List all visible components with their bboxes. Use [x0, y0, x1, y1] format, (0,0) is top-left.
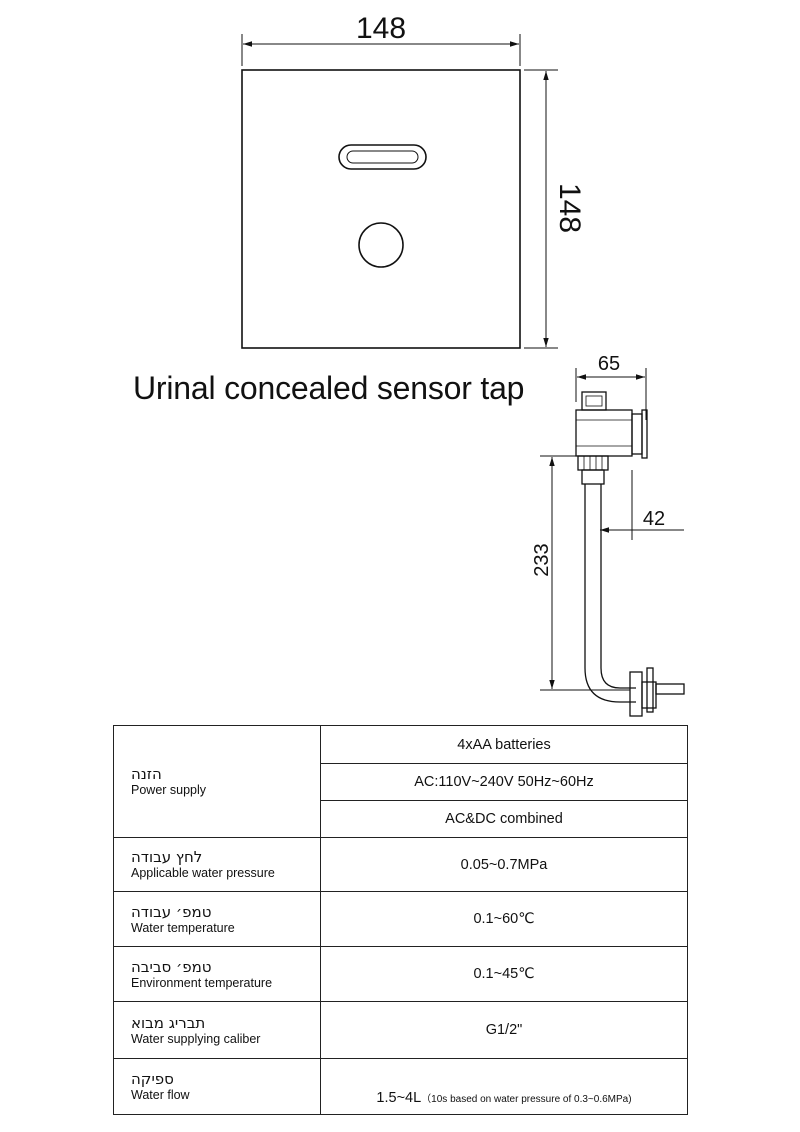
table-row: AC&DC combined: [114, 800, 688, 838]
manual-button: [358, 222, 404, 268]
table-row: הזנה Power supply 4xAA batteries: [113, 725, 688, 838]
power-supply-value-2: AC:110V~240V 50Hz~60Hz: [320, 763, 688, 801]
side-view: [540, 368, 685, 717]
water-pressure-label-en: Applicable water pressure: [131, 866, 275, 880]
cover-plate: [241, 69, 521, 349]
front-height-label: 148: [553, 183, 586, 233]
water-temperature-label-en: Water temperature: [131, 920, 235, 935]
water-flow-label-en: Water flow: [131, 1088, 190, 1102]
power-supply-label-he: הזנה: [131, 765, 162, 783]
water-flow-value: 1.5~4L: [376, 1090, 422, 1106]
front-width-label: 148: [356, 12, 406, 45]
side-length-label: 233: [531, 543, 553, 576]
water-flow-label-cell: ספיקה Water flow: [113, 1058, 321, 1115]
power-supply-label-cell: הזנה Power supply: [113, 725, 321, 838]
environment-temperature-label-en: Environment temperature: [131, 975, 273, 990]
table-row: טמפ׳ סביבה Environment temperature 0.1~4…: [113, 946, 688, 1002]
caliber-label-en: Water supplying caliber: [131, 1031, 261, 1046]
water-temperature-value: 0.1~60℃: [320, 891, 688, 947]
power-supply-value-1: 4xAA batteries: [320, 725, 688, 764]
table-row: ספיקה Water flow 1.5~4L（10s based on wat…: [113, 1058, 688, 1115]
table-row: טמפ׳ עבודה Water temperature 0.1~60℃: [113, 891, 688, 947]
caliber-value: G1/2": [320, 1001, 688, 1059]
page-title: Urinal concealed sensor tap: [133, 370, 525, 406]
environment-temperature-label-cell: טמפ׳ סביבה Environment temperature: [113, 946, 321, 1002]
front-height-dimension: 148: [524, 69, 586, 349]
front-width-dimension: 148: [241, 12, 521, 66]
caliber-label-cell: תבריג מבוא Water supplying caliber: [113, 1001, 321, 1059]
environment-temperature-label-he: טמפ׳ סביבה: [131, 957, 212, 976]
water-pressure-label-cell: לחץ עבודה Applicable water pressure: [113, 837, 321, 892]
caliber-label-he: תבריג מבוא: [131, 1013, 206, 1032]
front-view: 148 148: [241, 12, 586, 349]
table-row: לחץ עבודה Applicable water pressure 0.05…: [113, 837, 688, 892]
sensor-window: [338, 144, 427, 170]
side-depth-label: 65: [598, 353, 620, 375]
environment-temperature-value: 0.1~45℃: [320, 946, 688, 1002]
technical-drawing: 148 148: [241, 12, 685, 717]
water-flow-value-cell: 1.5~4L（10s based on water pressure of 0.…: [320, 1058, 688, 1115]
water-pressure-value: 0.05~0.7MPa: [320, 837, 688, 892]
water-temperature-label-he: טמפ׳ עבודה: [131, 902, 212, 921]
water-temperature-label-cell: טמפ׳ עבודה Water temperature: [113, 891, 321, 947]
table-row: תבריג מבוא Water supplying caliber G1/2": [113, 1001, 688, 1059]
power-supply-label-en: Power supply: [131, 783, 207, 797]
water-flow-label-he: ספיקה: [131, 1070, 174, 1088]
water-pressure-label-he: לחץ עבודה: [131, 848, 203, 866]
water-flow-note: （10s based on water pressure of 0.3~0.6M…: [421, 1094, 632, 1105]
side-offset-label: 42: [643, 508, 665, 530]
power-supply-value-3: AC&DC combined: [320, 800, 688, 838]
spec-table: הזנה Power supply 4xAA batteries AC:110V…: [113, 725, 688, 1115]
